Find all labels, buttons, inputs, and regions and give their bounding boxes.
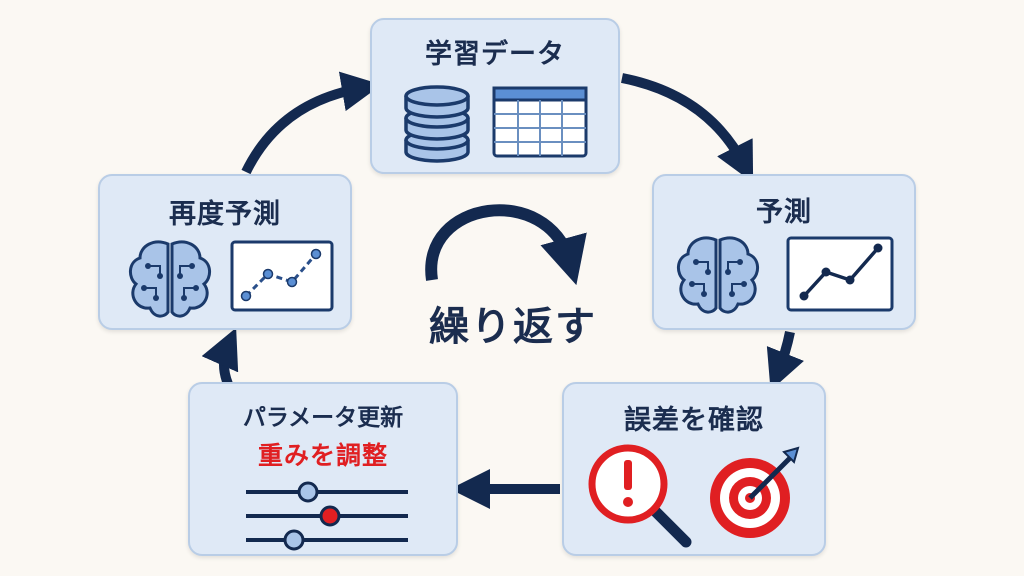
card-title: パラメータ更新 (242, 405, 404, 431)
card-subtitle: 重みを調整 (257, 441, 388, 470)
card-update-params: パラメータ更新 重みを調整 (188, 382, 458, 556)
line-chart-icon (230, 240, 334, 312)
card-predict: 予測 (652, 174, 916, 330)
arrow-update-to-repredict (201, 327, 239, 386)
card-title: 予測 (756, 197, 812, 228)
brain-icon (129, 240, 211, 318)
card-title: 再度予測 (169, 199, 281, 230)
card-check-error: 誤差を確認 (562, 382, 826, 556)
arrow-predict-to-error (766, 331, 804, 391)
card-training-data: 学習データ (370, 18, 620, 174)
database-icon (404, 85, 470, 163)
card-re-predict: 再度予測 (98, 174, 352, 330)
target-arrow-icon (710, 446, 800, 538)
arrow-data-to-predict (621, 73, 754, 183)
line-chart-icon (786, 236, 894, 312)
magnifier-alert-icon (588, 444, 692, 548)
card-title: 誤差を確認 (624, 405, 764, 436)
sliders-icon (246, 481, 408, 551)
brain-icon (677, 236, 759, 314)
card-title: 学習データ (425, 39, 565, 70)
repeat-label: 繰り返す (429, 304, 597, 350)
table-icon (492, 86, 588, 158)
arrow-repredict-to-data (241, 71, 382, 175)
repeat-cycle-arrow (425, 204, 587, 286)
